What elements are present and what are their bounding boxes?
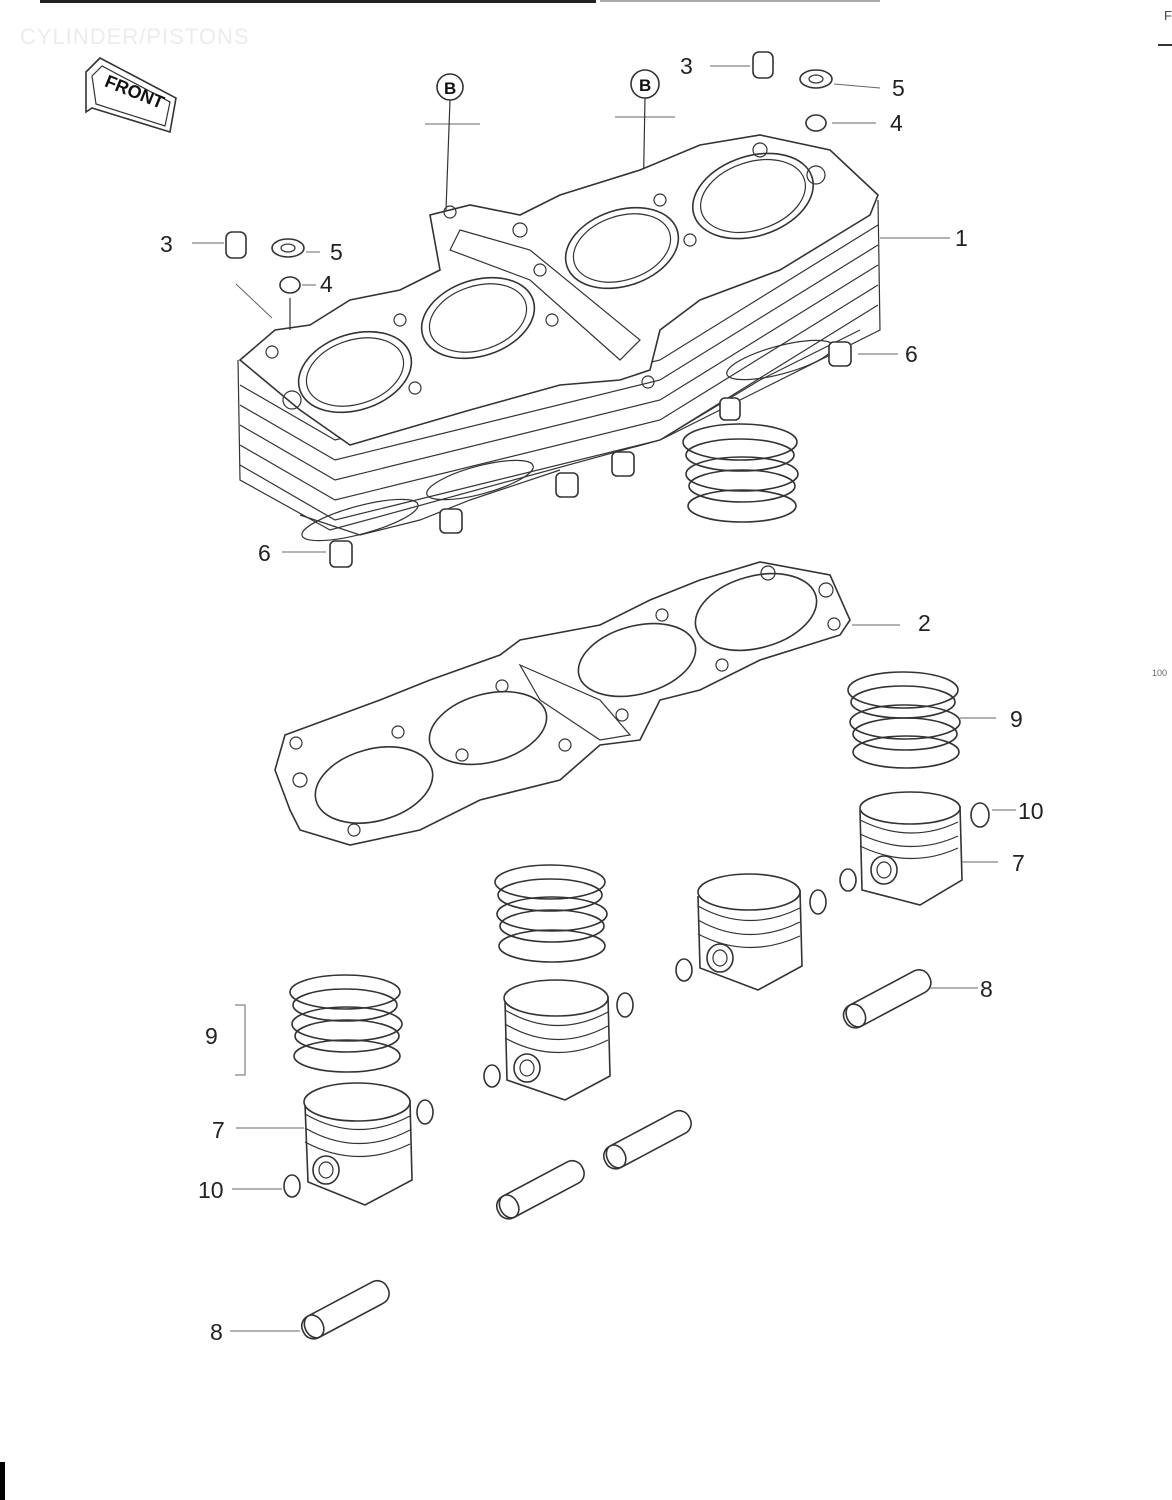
callout-2: 2: [918, 610, 931, 636]
callout-10-right: 10: [1018, 798, 1044, 824]
callout-6-left: 6: [258, 540, 271, 566]
corner-letter: F: [1164, 8, 1172, 23]
corner-dash: [1158, 44, 1172, 46]
b-marker-right-label: B: [639, 76, 651, 95]
piston-rings-right: [847, 671, 996, 769]
side-page-number: 100: [1152, 668, 1168, 678]
callout-3-left: 3: [160, 231, 173, 257]
collar-washer-set-top: [710, 51, 881, 132]
callout-4-top: 4: [890, 110, 903, 136]
callout-9-left: 9: [205, 1023, 218, 1049]
callout-9-right: 9: [1010, 706, 1023, 732]
cylinder-base-gasket: [274, 561, 900, 846]
b-marker-left-label: B: [444, 79, 456, 98]
piston-rings-center-right: [682, 423, 799, 523]
piston-left: [232, 1082, 434, 1206]
piston-rings-center-left: [494, 864, 608, 963]
callout-5-top: 5: [892, 75, 905, 101]
piston-pins: [230, 969, 978, 1340]
callout-4-left: 4: [320, 271, 333, 297]
callout-1: 1: [955, 225, 968, 251]
top-rule: [40, 0, 596, 3]
piston-rings-left: [235, 974, 403, 1076]
top-rule-faint: [600, 0, 880, 2]
piston-center-left: [483, 979, 634, 1101]
b-marker-left: B: [425, 73, 480, 211]
header-title: CYLINDER/PISTONS: [20, 24, 250, 49]
callout-8-left: 8: [210, 1319, 223, 1345]
callout-3-top: 3: [680, 53, 693, 79]
callout-8-right: 8: [980, 976, 993, 1002]
piston-right: [839, 791, 1016, 906]
piston-center-right: [675, 873, 827, 991]
collar-washer-set-left: [192, 231, 320, 330]
bottom-margin-bar: [0, 1462, 5, 1500]
callout-10-left: 10: [198, 1177, 224, 1203]
cylinder-block: [237, 134, 881, 542]
front-arrow-marker: FRONT: [85, 57, 177, 134]
callout-6-right: 6: [905, 341, 918, 367]
dowel-pins: [329, 341, 852, 568]
callout-7-left: 7: [212, 1117, 225, 1143]
callout-7-right: 7: [1012, 850, 1025, 876]
callout-5-left: 5: [330, 239, 343, 265]
